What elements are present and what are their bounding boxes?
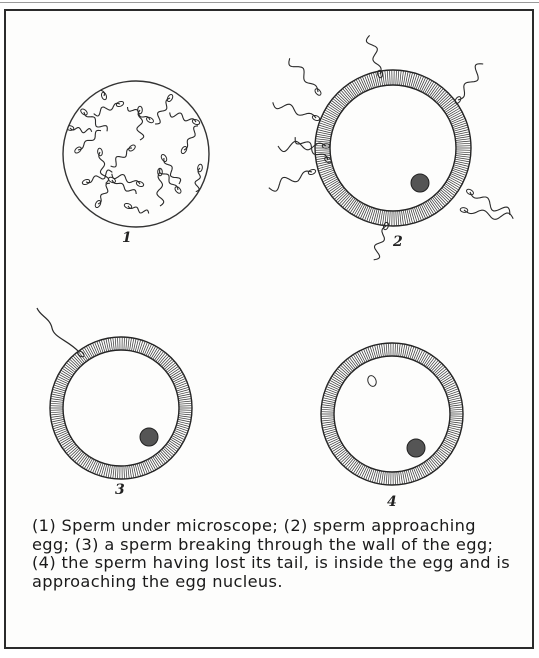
sperm-tail — [157, 172, 164, 206]
egg-nucleus — [407, 439, 425, 457]
sperm-tail — [374, 226, 386, 260]
egg-inner-edge — [63, 350, 179, 466]
panel-label-1: 1 — [122, 230, 132, 246]
sperm-tail — [269, 171, 312, 191]
panel-label-2: 2 — [392, 234, 403, 250]
sperm-tail — [112, 174, 140, 184]
sperm-tail — [470, 192, 510, 215]
sperm-cluster — [66, 75, 203, 213]
egg-inner-edge — [330, 85, 456, 211]
sperm-tail — [366, 35, 381, 74]
sperm-tail — [464, 210, 513, 219]
sperm-tail — [155, 98, 170, 124]
sperm-tail — [458, 64, 483, 100]
egg-wall-hatching — [321, 343, 463, 485]
egg-wall — [315, 70, 471, 226]
panel-2: 2 — [269, 35, 513, 259]
egg-wall-hatching — [315, 70, 471, 226]
egg-outer-edge — [321, 343, 463, 485]
egg-inner-edge — [334, 356, 450, 472]
egg-outer-edge — [315, 70, 471, 226]
egg-outer-edge — [50, 337, 192, 479]
egg-wall-hatching — [50, 337, 192, 479]
egg-wall — [50, 337, 192, 479]
sperm-tail — [164, 158, 181, 184]
egg-wall — [321, 343, 463, 485]
panel-4: 4 — [321, 343, 463, 510]
microscope-field — [63, 81, 209, 227]
panel-label-3: 3 — [115, 482, 125, 498]
figure-caption: (1) Sperm under microscope; (2) sperm ap… — [32, 517, 512, 591]
sperm-tail — [137, 110, 144, 140]
egg-nucleus — [140, 428, 158, 446]
panel-3: 3 — [37, 308, 192, 498]
egg-nucleus — [411, 174, 429, 192]
panel-1: 1 — [63, 75, 209, 246]
penetrating-sperm — [37, 308, 79, 352]
sperm-tail — [78, 130, 101, 150]
sperm-tail — [273, 102, 316, 118]
sperm-tail — [289, 58, 318, 92]
panel-label-4: 4 — [387, 494, 397, 510]
sperm-head-icon — [366, 374, 377, 387]
